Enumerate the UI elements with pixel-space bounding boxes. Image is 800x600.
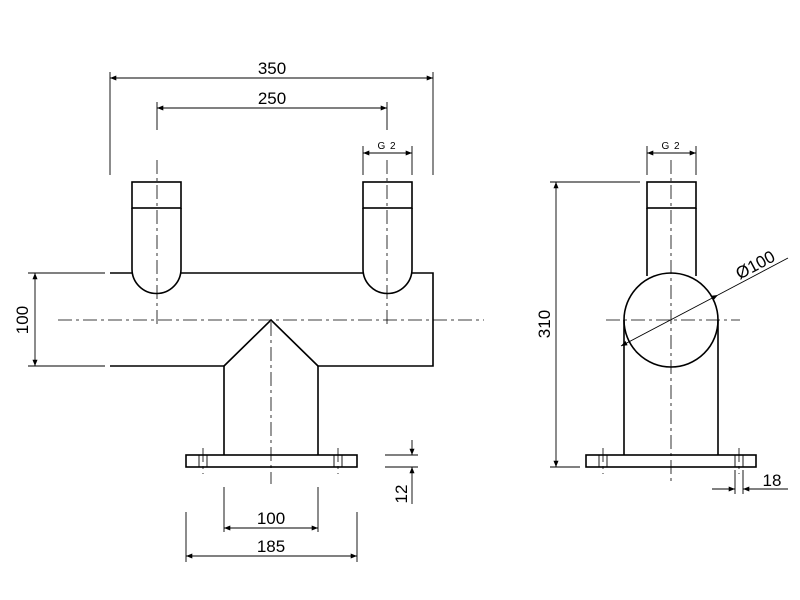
- dim-g2-front: G 2: [362, 141, 413, 175]
- dim-100-horizontal-label: 100: [257, 509, 285, 528]
- dim-100-vertical: 100: [13, 272, 105, 367]
- dim-g2-side-label: G 2: [661, 141, 680, 152]
- side-pipe: [646, 181, 697, 276]
- dim-18-label: 18: [763, 471, 782, 490]
- front-view: 350 250 G 2 100 12: [13, 59, 484, 562]
- front-left-pipe: [131, 181, 182, 295]
- side-view: G 2 310 Ø100 18: [535, 141, 789, 494]
- dim-g2-side: G 2: [646, 141, 697, 175]
- dim-185: 185: [185, 512, 358, 562]
- front-flange: [185, 454, 358, 468]
- dim-350-label: 350: [258, 59, 286, 78]
- front-right-pipe: [362, 181, 413, 295]
- dim-250-label: 250: [258, 89, 286, 108]
- dim-diameter: Ø100: [620, 247, 789, 347]
- dim-310-label: 310: [535, 310, 554, 338]
- dim-350: 350: [109, 59, 434, 175]
- dim-185-label: 185: [257, 537, 285, 556]
- dim-12-label: 12: [392, 485, 411, 504]
- dim-100-horizontal: 100: [223, 487, 319, 532]
- dim-18: 18: [712, 470, 788, 494]
- dim-310: 310: [535, 181, 640, 468]
- dim-g2-front-label: G 2: [377, 141, 396, 152]
- front-body-outline: [110, 272, 434, 367]
- front-center-lines: [58, 160, 484, 484]
- dim-12: 12: [385, 440, 418, 504]
- dim-100-vertical-label: 100: [13, 306, 32, 334]
- dim-diameter-label: Ø100: [733, 247, 779, 283]
- dim-250: 250: [156, 89, 388, 130]
